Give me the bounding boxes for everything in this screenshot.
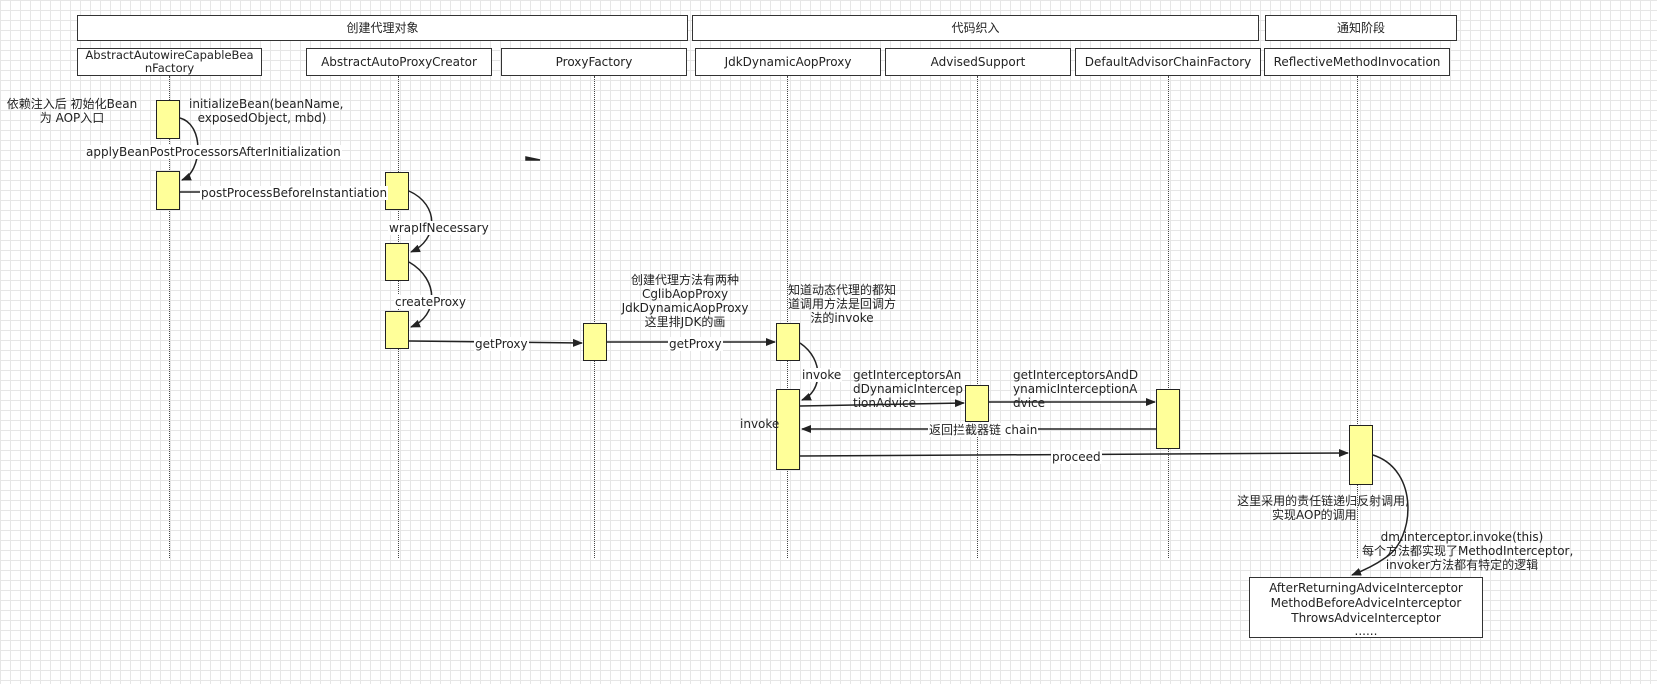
note-jdk: 知道动态代理的都知 道调用方法是回调方 法的invoke [784, 283, 900, 325]
note-line: dm.interceptor.invoke(this) [1380, 530, 1544, 544]
message-text: postProcessBeforeInstantiation [201, 186, 388, 200]
participant-proxy-factory: ProxyFactory [501, 48, 687, 76]
interceptor-item: MethodBeforeAdviceInterceptor [1270, 596, 1462, 610]
message-label-m12: proceed [1051, 450, 1102, 464]
message-label-m6: getProxy [474, 337, 529, 351]
phase-code-weaving: 代码织入 [692, 15, 1259, 41]
participant-label: ReflectiveMethodInvocation [1273, 55, 1441, 69]
lifeline-p7 [1357, 76, 1358, 558]
note-entry-text: 依赖注入后 初始化Bean为 AOP入口 [6, 97, 138, 125]
participant-abstract-auto-proxy-creator: AbstractAutoProxyCreator [306, 48, 492, 76]
activation-p6-1 [1156, 389, 1180, 449]
message-label-m1: initializeBean(beanName, exposedObject, … [188, 97, 343, 125]
note-line: 道调用方法是回调方 [787, 297, 896, 311]
activation-p5-1 [965, 385, 989, 422]
message-label-m7: getProxy [668, 337, 723, 351]
activation-p4-2 [776, 389, 800, 470]
note-line: 实现AOP的调用 [1272, 508, 1357, 522]
message-text: invoke [802, 368, 842, 382]
note-line: 知道动态代理的都知 [787, 283, 896, 297]
message-text: getInterceptorsAndDynamicInterceptionAdv… [1013, 368, 1139, 410]
participant-label: AbstractAutoProxyCreator [321, 55, 477, 69]
note-line: 每个方法都实现了MethodInterceptor, [1362, 544, 1574, 558]
activation-p3-1 [583, 323, 607, 361]
activation-p7-1 [1349, 425, 1373, 485]
lifeline-p4 [787, 76, 788, 558]
lifeline-p5 [977, 76, 978, 558]
message-label-m5: createProxy [394, 295, 467, 309]
participant-jdk-dynamic-aop-proxy: JdkDynamicAopProxy [695, 48, 881, 76]
message-label-m8: invoke [801, 368, 843, 382]
message-text: applyBeanPostProcessorsAfterInitializati… [86, 145, 341, 159]
phase-create-proxy: 创建代理对象 [77, 15, 688, 41]
activation-p1-2 [156, 171, 180, 210]
note-line: 法的invoke [810, 311, 874, 325]
note-line: CglibAopProxy [641, 287, 729, 301]
activation-p1-1 [156, 100, 180, 139]
note-line: invoker方法都有特定的逻辑 [1385, 558, 1539, 572]
lifeline-p3 [594, 76, 595, 558]
message-label-m10: getInterceptorsAndDynamicInterceptionAdv… [1012, 368, 1142, 410]
message-text: getProxy [669, 337, 722, 351]
message-text: wrapIfNecessary [389, 221, 489, 235]
phase-label: 代码织入 [951, 21, 1000, 35]
label-invoke: invoke [739, 417, 780, 431]
lifeline-p1 [169, 76, 170, 558]
arrow-m9 [799, 399, 965, 408]
interceptor-item: AfterReturningAdviceInterceptor [1269, 581, 1463, 595]
note-interceptor-invoke: dm.interceptor.invoke(this) 每个方法都实现了Meth… [1362, 530, 1574, 572]
participant-label: AdvisedSupport [930, 55, 1026, 69]
message-text: getProxy [475, 337, 528, 351]
message-text: initializeBean(beanName, exposedObject, … [189, 97, 344, 125]
participant-default-advisor-chain-factory: DefaultAdvisorChainFactory [1075, 48, 1261, 76]
message-label-m4: wrapIfNecessary [388, 221, 490, 235]
note-line: 创建代理方法有两种 [630, 273, 739, 287]
note-proxy-ways: 创建代理方法有两种 CglibAopProxy JdkDynamicAopPro… [610, 273, 760, 329]
message-text: createProxy [395, 295, 466, 309]
participant-label: JdkDynamicAopProxy [724, 55, 852, 69]
message-text: proceed [1052, 450, 1101, 464]
note-line: 这里采用的责任链递归反射调用, [1237, 494, 1409, 508]
lifeline-p6 [1168, 76, 1169, 558]
participant-reflective-method-invocation: ReflectiveMethodInvocation [1264, 48, 1450, 76]
interceptor-item: ThrowsAdviceInterceptor [1291, 611, 1441, 625]
interceptors-box: AfterReturningAdviceInterceptor MethodBe… [1249, 577, 1483, 638]
arrow-m13 [1351, 454, 1409, 576]
invoke-text: invoke [740, 417, 780, 431]
participant-abstract-autowire-capable-bean-factory: AbstractAutowireCapableBeanFactory [77, 48, 262, 76]
note-line: JdkDynamicAopProxy [621, 301, 749, 315]
activation-p4-1 [776, 323, 800, 361]
participant-label: ProxyFactory [555, 55, 633, 69]
participant-label: DefaultAdvisorChainFactory [1084, 55, 1252, 69]
note-entry: 依赖注入后 初始化Bean为 AOP入口 [2, 97, 142, 125]
message-text: getInterceptorsAndDynamicInterceptionAdv… [853, 368, 964, 410]
message-label-m11: 返回拦截器链 chain [928, 423, 1039, 437]
message-label-m9: getInterceptorsAndDynamicInterceptionAdv… [852, 368, 968, 410]
participant-advised-support: AdvisedSupport [885, 48, 1071, 76]
activation-p2-2 [385, 243, 409, 281]
message-label-m3: postProcessBeforeInstantiation [200, 186, 389, 200]
note-line: 这里排JDK的画 [644, 315, 726, 329]
participant-label: AbstractAutowireCapableBeanFactory [85, 48, 254, 75]
phase-label: 通知阶段 [1336, 21, 1385, 35]
phase-label: 创建代理对象 [346, 21, 419, 35]
phase-notify: 通知阶段 [1265, 15, 1457, 41]
message-text: 返回拦截器链 chain [929, 423, 1038, 437]
stray-arrowhead [525, 156, 541, 161]
interceptor-item: ...... [1354, 624, 1378, 638]
activation-p2-3 [385, 311, 409, 349]
message-label-m2: applyBeanPostProcessorsAfterInitializati… [85, 145, 342, 159]
note-chain: 这里采用的责任链递归反射调用, 实现AOP的调用 [1228, 494, 1418, 522]
